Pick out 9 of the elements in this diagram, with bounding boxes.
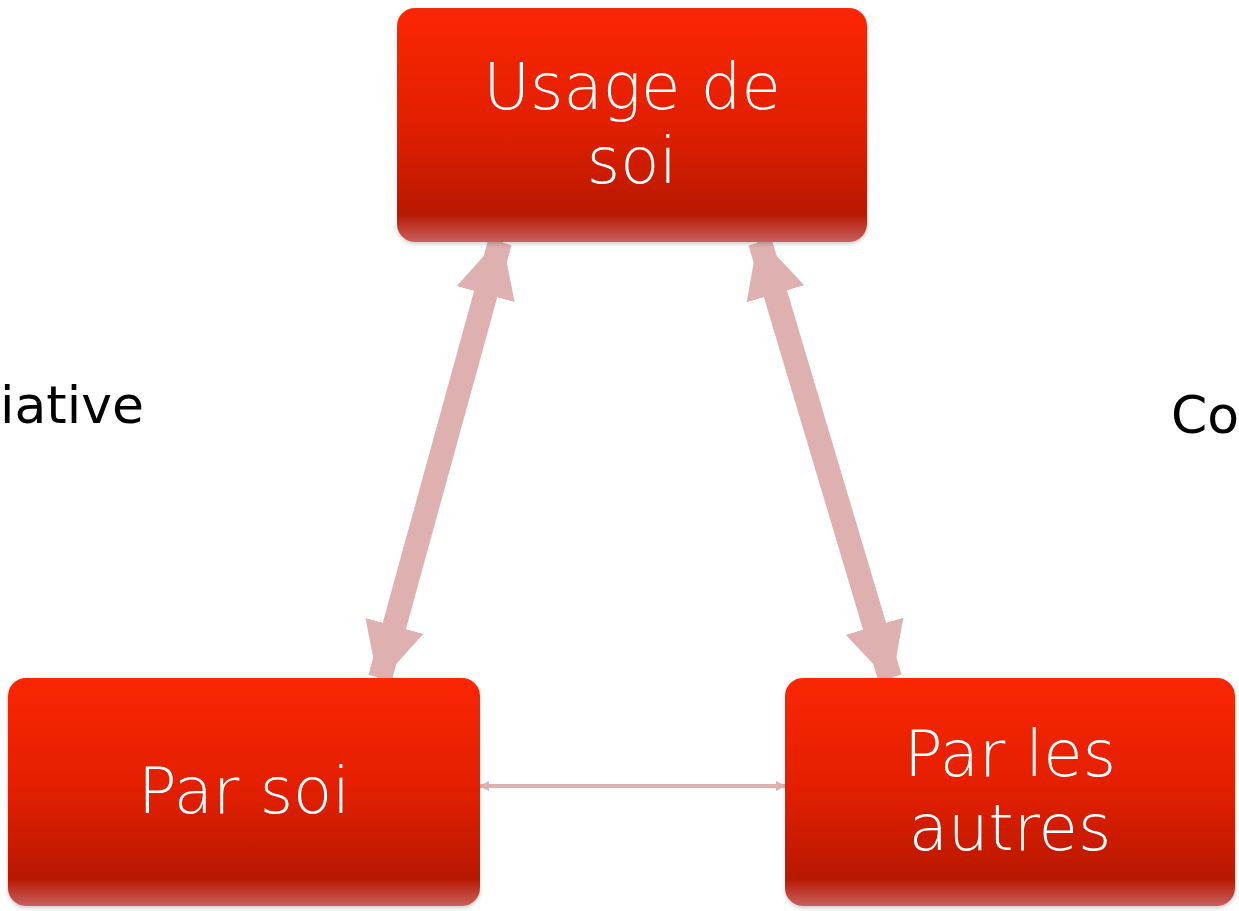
process-box bbox=[397, 8, 867, 242]
box-label: Par les autres bbox=[902, 718, 1118, 866]
process-box bbox=[8, 678, 480, 906]
text-label: Co bbox=[1170, 385, 1239, 445]
text-label: iative bbox=[0, 375, 144, 435]
box-label: Par soi bbox=[138, 755, 350, 829]
double-arrow bbox=[479, 781, 786, 791]
box-label: Usage de soi bbox=[482, 51, 782, 199]
process-box bbox=[785, 678, 1235, 906]
